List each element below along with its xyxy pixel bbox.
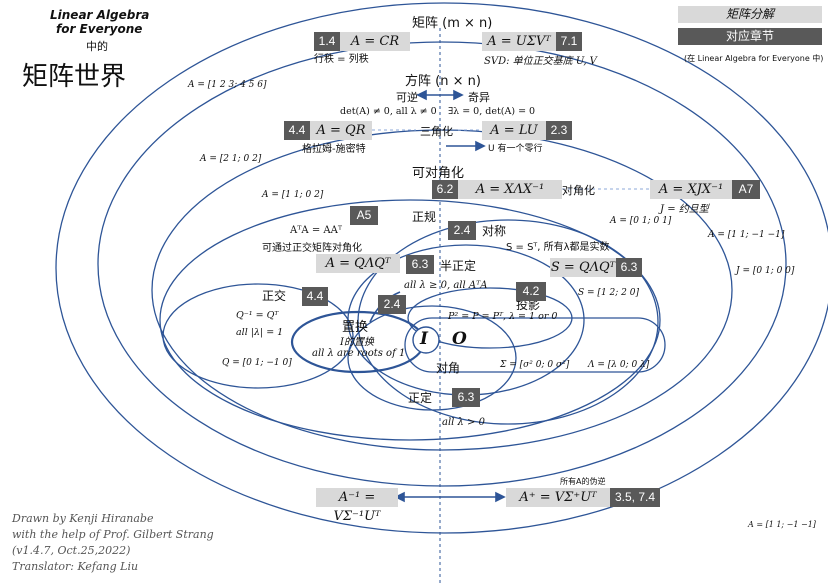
permutation-label: 置换 <box>342 320 369 335</box>
title-main: 矩阵世界 <box>22 62 127 92</box>
invertible-condition: det(A) ≠ 0, all λ ≠ 0 <box>340 106 437 117</box>
cr-chapter: 1.4 <box>314 32 340 51</box>
diagonalizable-label: 可对角化 <box>412 166 465 181</box>
title-line2: for Everyone <box>56 22 143 36</box>
credit-line2: with the help of Prof. Gilbert Strang <box>12 528 214 541</box>
credit-line4: Translator: Kefang Liu <box>12 560 139 573</box>
permutation-chapter: 2.4 <box>378 295 406 314</box>
example-11: A = [1 1; −1 −1] <box>748 520 816 529</box>
orthogonal-chapter: 4.4 <box>302 287 328 306</box>
symmetric-ellipse <box>357 219 659 425</box>
permutation-cond: all λ are roots of 1 <box>312 348 406 359</box>
example-4: A = [0 1; 0 1] <box>610 216 672 226</box>
positive-definite-chapter: 6.3 <box>452 388 480 407</box>
pinv-chapter: 3.5, 7.4 <box>610 488 660 507</box>
example-3: A = [1 1; 0 2] <box>262 190 324 200</box>
orthogonal-cond2: all |λ| = 1 <box>236 327 284 338</box>
normal-equation: AᵀA = AAᵀ <box>290 225 343 236</box>
example-2: A = [2 1; 0 2] <box>200 154 262 164</box>
zero-label: O <box>452 329 467 349</box>
triangular-label: 三角化 <box>420 125 453 138</box>
diagonalization-label: 对角化 <box>562 184 595 197</box>
semidefinite-label: 半正定 <box>440 259 477 273</box>
sym-eq-box: S = QΛQᵀ <box>550 258 616 277</box>
jordan-box: A = XJX⁻¹ <box>650 180 732 199</box>
singular-label: 奇异 <box>468 91 490 104</box>
projection-chapter: 4.2 <box>516 282 546 301</box>
orthogonal-ellipse <box>162 283 354 389</box>
symmetric-desc: S = Sᵀ, 所有λ都是实数 <box>506 242 610 253</box>
pinv-box: A⁺ = VΣ⁺Uᵀ <box>506 488 610 507</box>
projection-label: 投影 <box>516 298 541 312</box>
pinv-note: 所有A的伪逆 <box>560 477 606 486</box>
invertible-label: 可逆 <box>396 91 418 104</box>
normal-eq-box: A = QΛQᵀ <box>316 254 400 273</box>
square-ellipse <box>97 41 787 487</box>
projection-cond: P² = P = Pᵀ, λ = 1 or 0 <box>448 311 558 322</box>
jordan-chapter: A7 <box>732 180 760 199</box>
legend-chapter: 对应章节 <box>678 28 822 45</box>
lu-box: A = LU <box>482 121 546 140</box>
title-line3: 中的 <box>86 40 108 53</box>
diagonalizable-ellipse <box>151 129 733 451</box>
positive-cond: all λ > 0 <box>442 417 485 428</box>
square-label: 方阵 (n × n) <box>405 74 481 89</box>
sym-eq-chapter: 6.3 <box>616 258 642 277</box>
arrowhead-lu <box>475 140 486 152</box>
normal-label: 正规 <box>412 210 437 224</box>
example-6: J = [0 1; 0 0] <box>736 266 795 276</box>
svd-box: A = UΣVᵀ <box>482 32 556 51</box>
qr-box: A = QR <box>310 121 372 140</box>
eig-box: A = XΛX⁻¹ <box>458 180 562 199</box>
positive-definite-ellipse <box>347 305 517 411</box>
normal-desc: 可通过正交矩阵对角化 <box>262 243 362 254</box>
legend-note: (在 Linear Algebra for Everyone 中) <box>684 54 824 63</box>
normal-chapter: A5 <box>350 206 378 225</box>
all-matrices-label: 矩阵 (m × n) <box>412 16 493 31</box>
all-matrices-ellipse <box>55 2 828 534</box>
example-9: Σ = [σ² 0; 0 σ²] <box>500 360 570 370</box>
jordan-note: J = 约旦型 <box>660 204 709 215</box>
cr-note: 行秩 = 列秩 <box>314 54 369 65</box>
diagonal-label: 对角 <box>436 361 461 375</box>
orthogonal-cond1: Q⁻¹ = Qᵀ <box>236 310 279 321</box>
eig-chapter: 6.2 <box>432 180 458 199</box>
orthogonal-label: 正交 <box>262 289 287 303</box>
arrowhead-left2 <box>394 491 405 503</box>
title-line1: Linear Algebra <box>50 8 150 22</box>
positive-definite-label: 正定 <box>408 391 433 405</box>
credit-line1: Drawn by Kenji Hiranabe <box>12 512 154 525</box>
inverse-box: A⁻¹ = VΣ⁻¹Uᵀ <box>316 488 398 524</box>
permutation-desc: I的置换 <box>340 337 374 348</box>
normal-ellipse <box>159 199 661 441</box>
example-8: Q = [0 1; −1 0] <box>222 358 292 368</box>
credit-line3: (v1.4.7, Oct.25,2022) <box>12 544 131 557</box>
symmetric-label: 对称 <box>482 224 507 238</box>
singular-condition: ∃λ = 0, det(A) = 0 <box>448 106 536 117</box>
qr-chapter: 4.4 <box>284 121 310 140</box>
example-7: S = [1 2; 2 0] <box>578 288 639 298</box>
identity-label: I <box>420 329 428 349</box>
cr-box: A = CR <box>340 32 410 51</box>
example-1: A = [1 2 3; 4 5 6] <box>188 80 267 90</box>
svd-note: SVD: 单位正交基底 U, V <box>484 56 597 67</box>
lu-note: U 有一个零行 <box>488 144 543 154</box>
example-10: Λ = [λ 0; 0 λ] <box>588 360 650 370</box>
symmetric-chapter: 2.4 <box>448 221 476 240</box>
diagonal-rounded-rect <box>404 317 666 373</box>
lu-chapter: 2.3 <box>546 121 572 140</box>
legend-decomposition: 矩阵分解 <box>678 6 822 23</box>
semidefinite-chapter: 6.3 <box>406 255 434 274</box>
arrowhead-left <box>416 89 427 101</box>
identity-circle <box>412 326 440 354</box>
example-5: A = [1 1; −1 −1] <box>708 230 785 240</box>
svd-chapter: 7.1 <box>556 32 582 51</box>
semidefinite-cond: all λ ≥ 0, all AᵀA <box>404 280 488 291</box>
arrowhead-right <box>453 89 464 101</box>
qr-note: 格拉姆-施密特 <box>302 144 366 155</box>
arrowhead-right2 <box>495 491 506 503</box>
